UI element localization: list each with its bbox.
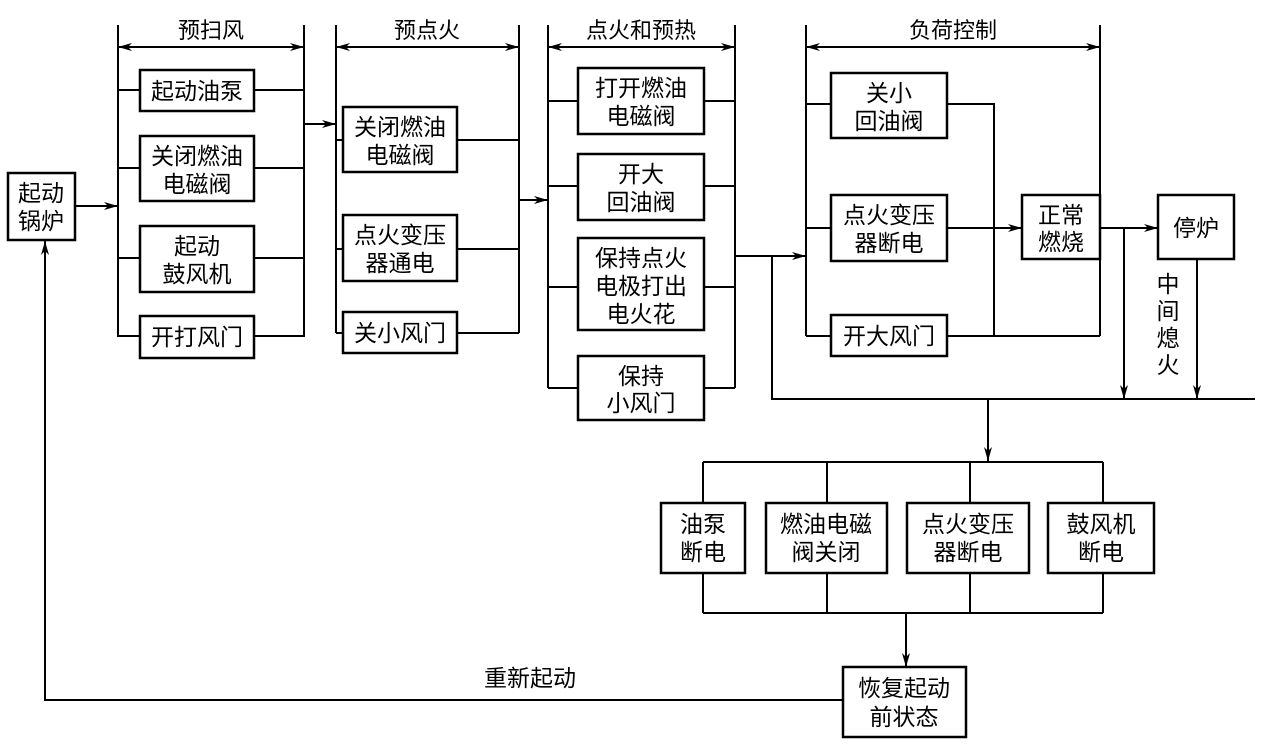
restart-return-arrow [41,241,843,701]
restart-label: 重新起动 [484,666,576,692]
group-label: 预扫风 [178,19,244,44]
svg-text:点火变压: 点火变压 [354,223,446,249]
svg-text:点火变压: 点火变压 [843,203,935,229]
svg-text:点火变压: 点火变压 [922,512,1014,538]
svg-text:起动油泵: 起动油泵 [151,79,243,105]
group-label: 预点火 [394,19,460,44]
svg-text:熄: 熄 [1157,326,1180,352]
svg-text:电磁阀: 电磁阀 [607,104,676,130]
svg-text:器通电: 器通电 [366,251,435,277]
svg-text:起动: 起动 [18,181,64,207]
svg-text:回油阀: 回油阀 [607,190,676,216]
svg-text:前状态: 前状态 [870,705,939,731]
svg-text:回油阀: 回油阀 [855,109,924,135]
svg-text:电磁阀: 电磁阀 [163,172,232,198]
svg-text:停炉: 停炉 [1173,216,1219,242]
svg-text:关小风门: 关小风门 [354,321,446,347]
svg-text:恢复起动: 恢复起动 [858,676,950,702]
flameout-label: 中 间 熄 火 [1157,272,1180,379]
stop-boiler-box: 停炉 [1156,193,1236,261]
svg-text:打开燃油: 打开燃油 [595,76,687,102]
svg-text:燃烧: 燃烧 [1038,230,1084,256]
restore-state-box: 恢复起动 前状态 [841,665,968,739]
start-boiler-box: 起动 锅炉 [6,171,77,242]
svg-text:正常: 正常 [1038,203,1084,229]
svg-text:断电: 断电 [680,540,726,566]
svg-text:断电: 断电 [1078,540,1124,566]
svg-text:油泵: 油泵 [680,512,726,538]
svg-text:器断电: 器断电 [934,540,1003,566]
svg-text:电磁阀: 电磁阀 [366,143,435,169]
group-label: 点火和预热 [586,19,696,44]
svg-text:中: 中 [1157,272,1180,298]
svg-text:关闭燃油: 关闭燃油 [354,115,446,141]
step-box: 开打风门 [138,314,256,360]
svg-text:保持点火: 保持点火 [595,246,687,272]
svg-text:鼓风机: 鼓风机 [163,262,232,288]
svg-text:器断电: 器断电 [855,231,924,257]
svg-text:电火花: 电火花 [607,302,676,328]
svg-text:保持: 保持 [618,364,664,390]
svg-text:鼓风机: 鼓风机 [1067,512,1136,538]
svg-text:小风门: 小风门 [607,391,676,417]
svg-text:阀关闭: 阀关闭 [792,540,861,566]
step-box: 开大风门 [829,313,949,358]
fault-bus-line [771,256,1255,400]
svg-text:间: 间 [1157,299,1180,325]
svg-text:关小: 关小 [866,81,912,107]
svg-text:锅炉: 锅炉 [18,209,64,235]
step-box: 关小风门 [341,310,459,355]
svg-text:开大风门: 开大风门 [843,324,935,350]
svg-text:电极打出: 电极打出 [595,274,687,300]
step-box: 起动油泵 [138,68,256,113]
normal-combustion-box: 正常 燃烧 [1020,193,1102,261]
svg-text:起动: 起动 [174,234,220,260]
svg-text:燃油电磁: 燃油电磁 [780,512,872,538]
svg-text:火: 火 [1157,353,1180,379]
svg-text:开大: 开大 [618,162,664,188]
svg-text:关闭燃油: 关闭燃油 [151,144,243,170]
group-label: 负荷控制 [909,19,997,44]
svg-text:开打风门: 开打风门 [151,325,243,351]
